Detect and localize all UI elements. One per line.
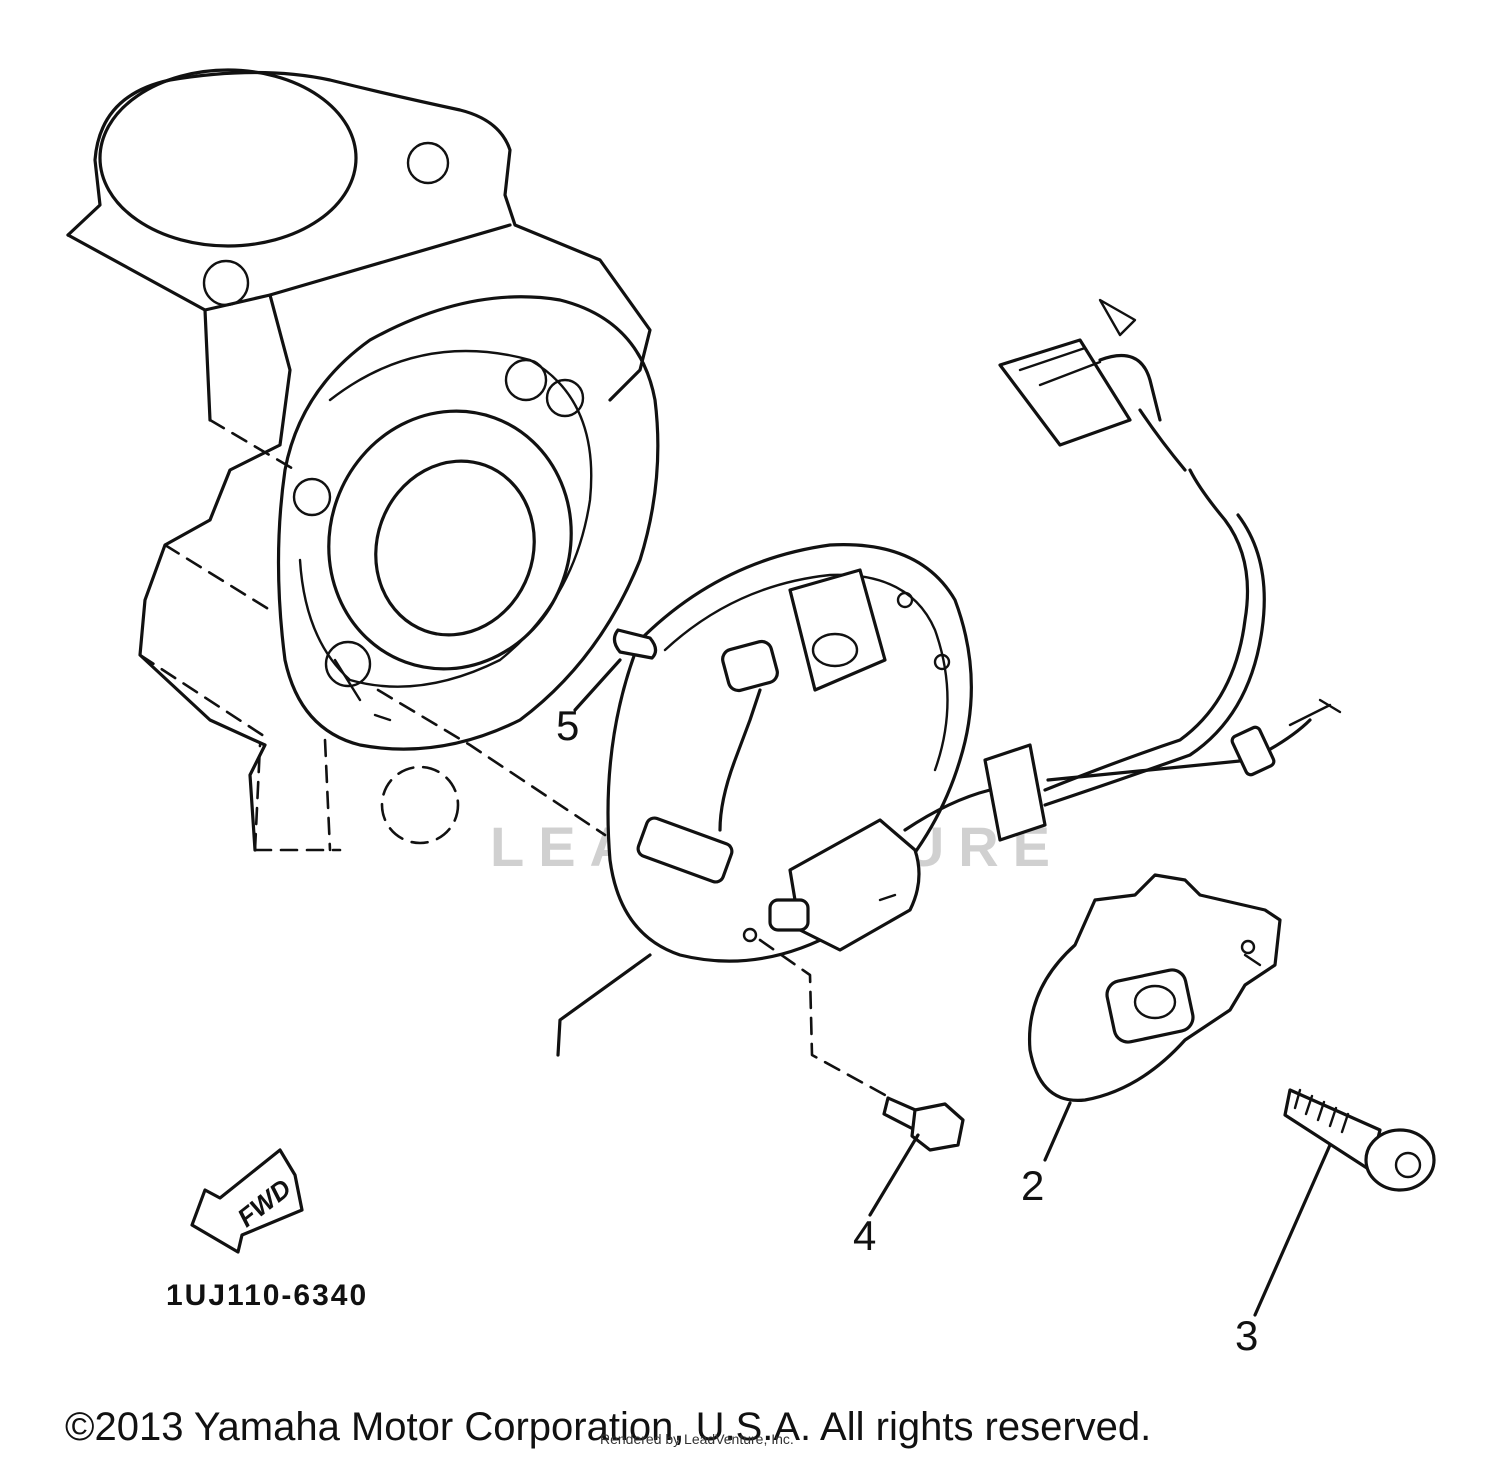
cylinder-bore [98,68,358,248]
stator-plate-assembly [606,543,973,963]
callout-2: 2 [1021,1162,1044,1209]
leader-5 [573,658,622,712]
diagram-part-number: 1UJ110-6340 [166,1279,368,1312]
copyright-notice: ©2013 Yamaha Motor Corporation, U.S.A. A… [65,1405,1151,1449]
fwd-arrow-icon: FWD [190,1148,304,1254]
head-bolt-hole [406,141,450,185]
bolt [758,938,965,1152]
woodruff-key [612,628,658,660]
pickup-plate [1027,873,1282,1102]
callout-5: 5 [556,702,579,749]
callout-3: 3 [1235,1312,1258,1359]
callout-4: 4 [853,1212,876,1259]
wiring-harness [903,298,1342,842]
head-bolt-hole [202,259,250,307]
leader-4 [868,1133,920,1217]
screw [1283,1088,1436,1192]
leader-3 [1253,1143,1332,1317]
leader-1 [556,953,652,1057]
alignment-leader [376,688,607,837]
crankcase-illustration [66,68,660,852]
leader-2 [1043,1101,1072,1162]
render-credit: Rendered by LeadVenture, Inc. [600,1431,794,1447]
